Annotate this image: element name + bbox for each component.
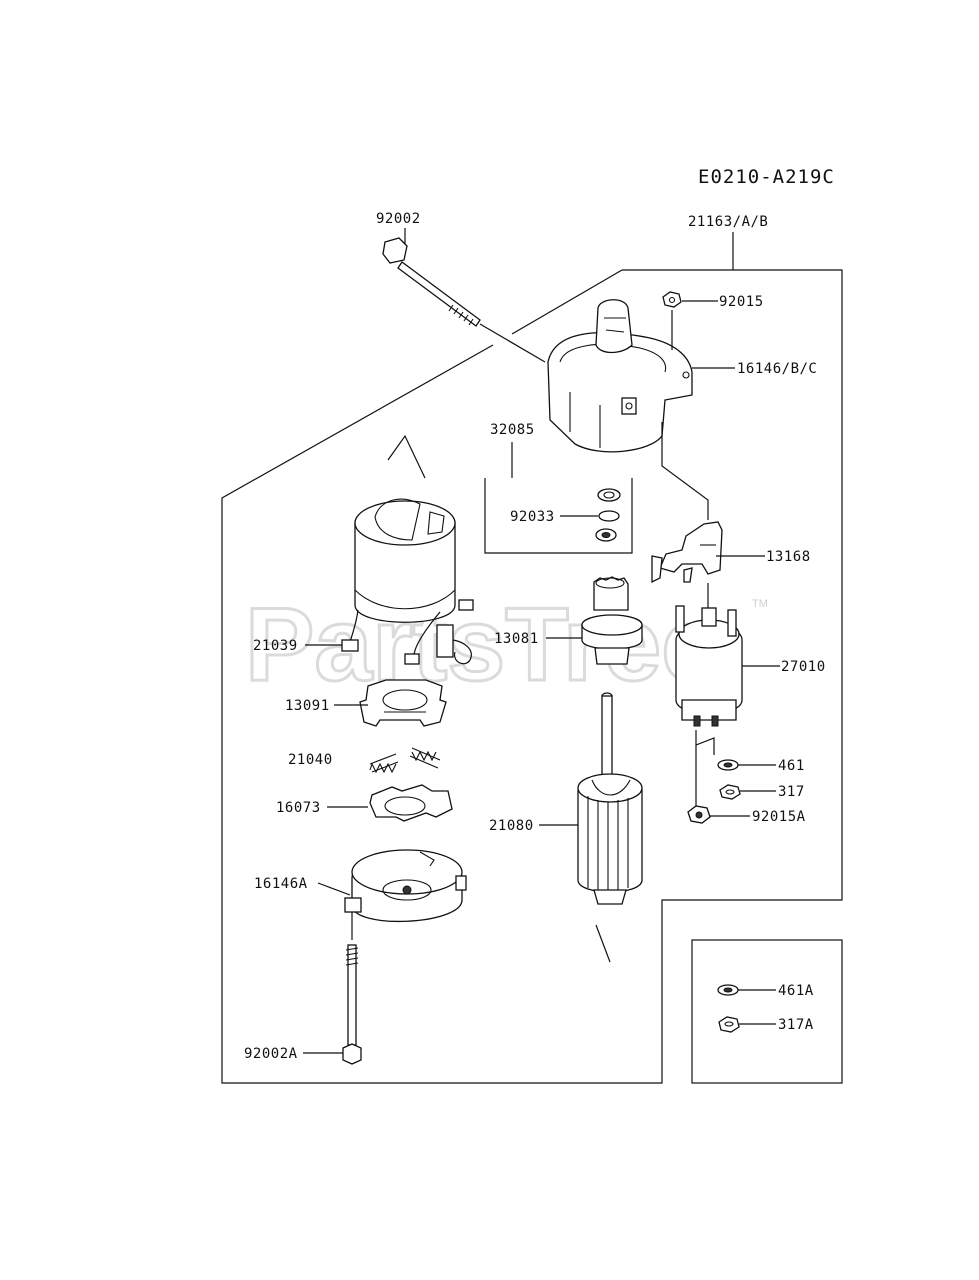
assembly-boundary xyxy=(221,269,843,1084)
assembly-boundary-top xyxy=(511,269,623,335)
housing-16146[interactable] xyxy=(547,299,693,453)
nut-92015A[interactable] xyxy=(687,805,711,824)
yoke-field-housing[interactable] xyxy=(354,434,456,623)
leader-16146A xyxy=(317,882,351,896)
diagram-code: E0210-A219C xyxy=(698,166,835,188)
label-92033: 92033 xyxy=(510,509,555,525)
watermark-tm: TM xyxy=(752,598,768,610)
leader-housing-lever xyxy=(661,422,709,520)
label-317A: 317A xyxy=(778,1017,814,1033)
label-92002A: 92002A xyxy=(244,1046,298,1062)
label-21080: 21080 xyxy=(489,818,534,834)
label-92015: 92015 xyxy=(719,294,764,310)
washers-92033[interactable] xyxy=(595,488,621,542)
label-317: 317 xyxy=(778,784,805,800)
label-21040: 21040 xyxy=(288,752,333,768)
leader-terminal-zigzag xyxy=(695,730,715,755)
springs-21040[interactable] xyxy=(369,747,441,774)
label-92002: 92002 xyxy=(376,211,421,227)
pinion-13081[interactable] xyxy=(581,576,643,665)
label-21163: 21163/A/B xyxy=(688,214,768,230)
label-16146A: 16146A xyxy=(254,876,308,892)
nut-317A[interactable] xyxy=(718,1016,740,1033)
bracket-32085 xyxy=(484,478,633,554)
washer-461[interactable] xyxy=(717,759,739,771)
bolt-92002A[interactable] xyxy=(342,912,362,1065)
label-13081: 13081 xyxy=(494,631,539,647)
washer-461A[interactable] xyxy=(717,984,739,996)
label-16073: 16073 xyxy=(276,800,321,816)
plate-16073[interactable] xyxy=(369,784,453,822)
bolt-92002[interactable] xyxy=(382,228,546,363)
inset-box xyxy=(691,939,843,1084)
label-27010: 27010 xyxy=(781,659,826,675)
rear-cover-16146A[interactable] xyxy=(344,849,467,923)
label-13168: 13168 xyxy=(766,549,811,565)
label-461A: 461A xyxy=(778,983,814,999)
armature-21080[interactable] xyxy=(577,692,643,963)
label-21039: 21039 xyxy=(253,638,298,654)
label-92015A: 92015A xyxy=(752,809,806,825)
label-16146: 16146/B/C xyxy=(737,361,817,377)
solenoid-27010[interactable] xyxy=(675,583,743,727)
label-461: 461 xyxy=(778,758,805,774)
brush-holder-13091[interactable] xyxy=(359,679,447,727)
label-32085: 32085 xyxy=(490,422,535,438)
lever-13168[interactable] xyxy=(651,521,723,584)
nut-92015[interactable] xyxy=(662,291,682,350)
nut-317[interactable] xyxy=(719,784,741,800)
label-13091: 13091 xyxy=(285,698,330,714)
